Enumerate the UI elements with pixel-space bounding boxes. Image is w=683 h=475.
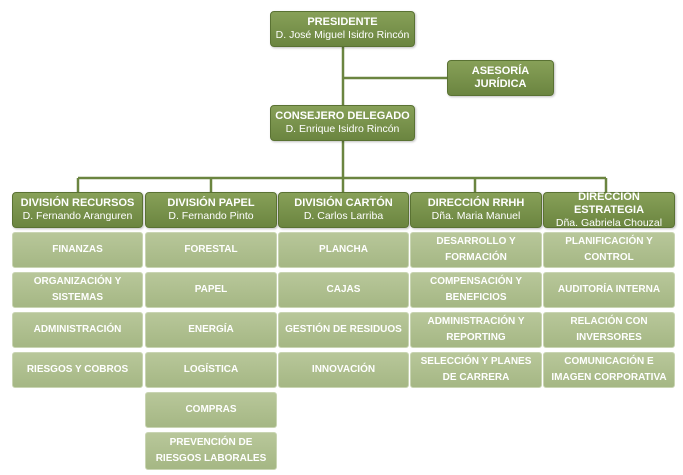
division-header: DIRECCIÓN ESTRATEGIA Dña. Gabriela Chouz…: [543, 190, 675, 229]
department-box: PLANIFICACIÓN Y CONTROL: [543, 232, 675, 268]
division-head-name: Dña. Maria Manuel: [431, 210, 521, 222]
department-label: RELACIÓN CON INVERSORES: [570, 316, 648, 343]
department-box: ADMINISTRACIÓN: [12, 312, 143, 348]
department-box: CAJAS: [278, 272, 409, 308]
division-title: DIRECCIÓN ESTRATEGIA: [573, 190, 645, 216]
division-header: DIRECCIÓN RRHH Dña. Maria Manuel: [410, 192, 542, 228]
department-label: PLANCHA: [319, 244, 368, 255]
department-box: ADMINISTRACIÓN Y REPORTING: [410, 312, 542, 348]
presidente-name: D. José Miguel Isidro Rincón: [275, 29, 410, 41]
division-title: DIVISIÓN RECURSOS: [20, 197, 135, 209]
department-box: COMPRAS: [145, 392, 277, 428]
department-box: AUDITORÍA INTERNA: [543, 272, 675, 308]
department-box: SELECCIÓN Y PLANES DE CARRERA: [410, 352, 542, 388]
department-box: COMUNICACIÓN E IMAGEN CORPORATIVA: [543, 352, 675, 388]
department-label: DESARROLLO Y FORMACIÓN: [436, 236, 516, 263]
department-box: ORGANIZACIÓN Y SISTEMAS: [12, 272, 143, 308]
division-head-name: D. Carlos Larriba: [303, 210, 384, 222]
department-label: COMPENSACIÓN Y BENEFICIOS: [429, 276, 523, 303]
department-label: ADMINISTRACIÓN Y REPORTING: [427, 316, 525, 343]
department-box: RIESGOS Y COBROS: [12, 352, 143, 388]
division-head-name: D. Fernando Aranguren: [22, 210, 133, 222]
department-label: ADMINISTRACIÓN: [33, 324, 122, 335]
department-box: FORESTAL: [145, 232, 277, 268]
department-box: ENERGÍA: [145, 312, 277, 348]
department-box: GESTIÓN DE RESIDUOS: [278, 312, 409, 348]
presidente-title: PRESIDENTE: [307, 16, 378, 28]
department-label: PAPEL: [194, 284, 228, 295]
department-label: ENERGÍA: [188, 324, 234, 335]
department-label: FINANZAS: [52, 244, 103, 255]
department-label: COMPRAS: [185, 404, 237, 415]
consejero-delegado-box: CONSEJERO DELEGADO D. Enrique Isidro Rin…: [270, 105, 415, 141]
department-box: RELACIÓN CON INVERSORES: [543, 312, 675, 348]
department-box: INNOVACIÓN: [278, 352, 409, 388]
consejero-delegado-title: CONSEJERO DELEGADO: [275, 110, 410, 122]
department-label: FORESTAL: [184, 244, 238, 255]
presidente-box: PRESIDENTE D. José Miguel Isidro Rincón: [270, 11, 415, 47]
division-head-name: Dña. Gabriela Chouzal: [555, 216, 663, 229]
division-header: DIVISIÓN RECURSOS D. Fernando Aranguren: [12, 192, 143, 228]
division-header: DIVISIÓN PAPEL D. Fernando Pinto: [145, 192, 277, 228]
department-label: RIESGOS Y COBROS: [26, 364, 129, 375]
department-label: COMUNICACIÓN E IMAGEN CORPORATIVA: [551, 356, 667, 383]
department-box: COMPENSACIÓN Y BENEFICIOS: [410, 272, 542, 308]
consejero-delegado-name: D. Enrique Isidro Rincón: [285, 123, 400, 135]
department-label: ORGANIZACIÓN Y SISTEMAS: [33, 276, 122, 303]
division-title: DIRECCIÓN RRHH: [427, 197, 525, 209]
department-label: INNOVACIÓN: [311, 364, 376, 375]
department-box: FINANZAS: [12, 232, 143, 268]
department-label: AUDITORÍA INTERNA: [557, 284, 661, 295]
department-box: PREVENCIÓN DE RIESGOS LABORALES: [145, 432, 277, 470]
department-label: SELECCIÓN Y PLANES DE CARRERA: [420, 356, 532, 383]
department-label: CAJAS: [326, 284, 361, 295]
division-header: DIVISIÓN CARTÓN D. Carlos Larriba: [278, 192, 409, 228]
asesoria-juridica-box: ASESORÍA JURÍDICA: [447, 60, 554, 96]
department-label: PLANIFICACIÓN Y CONTROL: [565, 236, 653, 263]
department-label: LOGÍSTICA: [183, 364, 239, 375]
division-title: DIVISIÓN CARTÓN: [294, 197, 393, 209]
department-box: PAPEL: [145, 272, 277, 308]
division-title: DIVISIÓN PAPEL: [167, 197, 255, 209]
department-label: GESTIÓN DE RESIDUOS: [285, 324, 402, 335]
department-box: LOGÍSTICA: [145, 352, 277, 388]
department-label: PREVENCIÓN DE RIESGOS LABORALES: [155, 437, 267, 464]
department-box: PLANCHA: [278, 232, 409, 268]
department-box: DESARROLLO Y FORMACIÓN: [410, 232, 542, 268]
division-head-name: D. Fernando Pinto: [168, 210, 254, 222]
asesoria-juridica-title: ASESORÍA JURÍDICA: [471, 65, 530, 90]
